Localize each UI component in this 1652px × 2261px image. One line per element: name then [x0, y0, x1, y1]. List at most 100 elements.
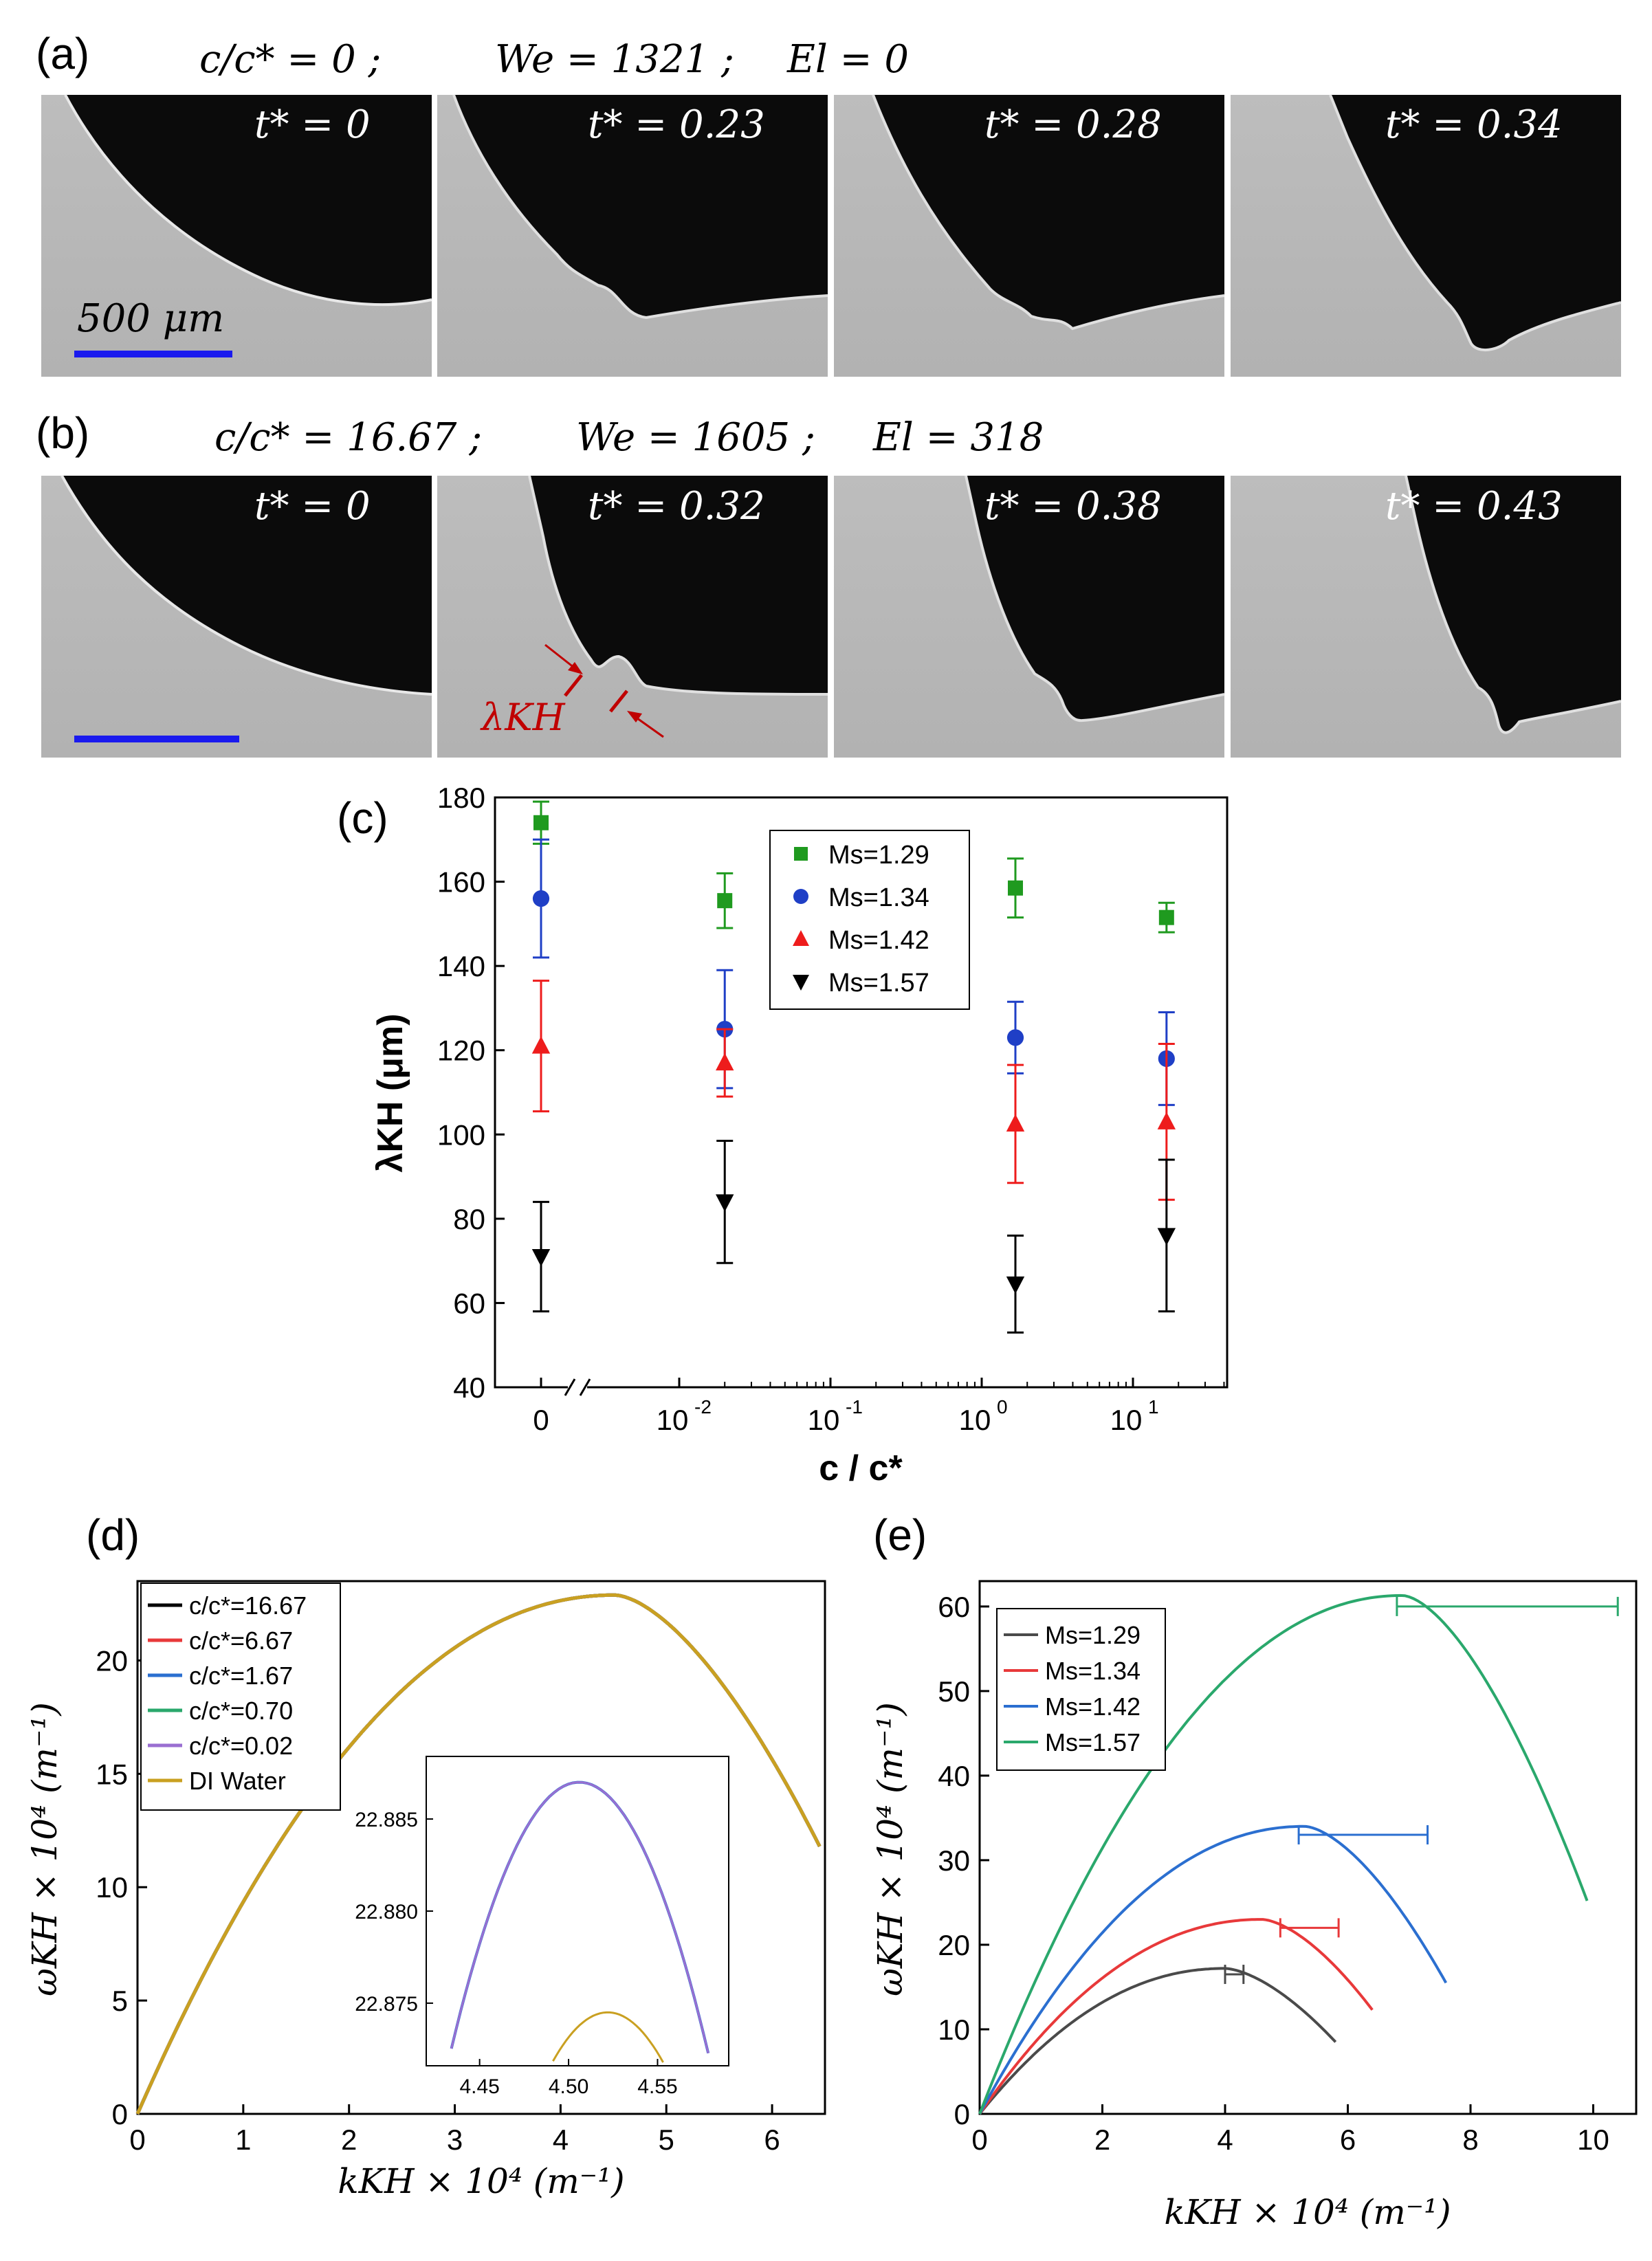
d-xtick-label: 4: [553, 2124, 569, 2156]
panel-a: (a) c/c* = 0 ; We = 1321 ; El = 0 t* = 0…: [36, 29, 1622, 377]
panel-d-inset-frame: [426, 1756, 729, 2066]
e-ytick-label: 50: [938, 1675, 970, 1708]
panel-e-ylabel: ωKH × 10⁴ (m⁻¹): [870, 1702, 910, 1996]
c-point: [716, 1052, 734, 1071]
d-xtick-label: 0: [129, 2124, 145, 2156]
d-xtick-label: 5: [659, 2124, 674, 2156]
c-ytick-label: 80: [453, 1203, 485, 1235]
d-legend-label: c/c*=6.67: [189, 1626, 293, 1655]
frame-b1: t* = 0: [41, 475, 432, 758]
d-legend-label: c/c*=0.70: [189, 1697, 293, 1725]
e-xtick-label: 10: [1577, 2124, 1609, 2156]
e-legend-label: Ms=1.34: [1045, 1657, 1141, 1685]
e-ytick-label: 20: [938, 1929, 970, 1961]
frame-a3: t* = 0.28: [834, 94, 1225, 377]
c-point: [717, 893, 733, 909]
panel-b-header-conc: c/c* = 16.67 ;: [214, 415, 482, 460]
panel-c-label: (c): [337, 793, 388, 843]
e-xtick-label: 6: [1340, 2124, 1356, 2156]
c-xtick-label-exp: 1: [1148, 1396, 1159, 1418]
frame-b4-time: t* = 0.43: [1385, 484, 1563, 529]
c-point: [1157, 1112, 1176, 1129]
d-ytick-label: 10: [96, 1871, 128, 1904]
c-point: [1006, 1114, 1025, 1132]
c-legend-marker: [794, 847, 808, 861]
c-point: [1157, 1228, 1176, 1246]
c-point: [531, 1249, 551, 1267]
panel-e-label: (e): [873, 1510, 927, 1560]
frame-a2: t* = 0.23: [437, 94, 828, 377]
c-legend-marker: [793, 930, 809, 946]
d-inset-ytick-label: 22.875: [355, 1993, 418, 2016]
d-inset-ytick-label: 22.885: [355, 1809, 418, 1831]
c-xtick-label-exp: -1: [846, 1396, 863, 1418]
d-xtick-label: 2: [341, 2124, 357, 2156]
c-legend-label: Ms=1.42: [828, 926, 929, 955]
frame-a3-time: t* = 0.28: [984, 102, 1162, 147]
panel-d-xlabel: kKH × 10⁴ (m⁻¹): [338, 2161, 624, 2201]
e-ytick-label: 10: [938, 2014, 970, 2046]
e-xtick-label: 8: [1462, 2124, 1478, 2156]
panel-b-header-we: We = 1605 ;: [576, 415, 815, 460]
d-inset-polymer-line-top: [450, 1781, 709, 2054]
e-xtick-label: 4: [1217, 2124, 1233, 2156]
c-break-mark: [579, 1378, 591, 1396]
c-point: [531, 1036, 551, 1054]
d-series-line: [135, 1593, 822, 2115]
d-legend-label: c/c*=0.02: [189, 1732, 293, 1760]
d-ytick-label: 20: [96, 1644, 128, 1677]
e-series-line: [978, 1967, 1337, 2115]
c-ytick-label: 140: [437, 950, 485, 982]
panel-c-series: [531, 800, 1176, 1334]
c-xtick-label-exp: 0: [997, 1396, 1008, 1418]
c-point: [1006, 1029, 1024, 1046]
frame-b3: t* = 0.38: [834, 475, 1225, 758]
frame-b4: t* = 0.43: [1231, 475, 1622, 758]
frame-a2-time: t* = 0.23: [588, 102, 765, 147]
c-xtick-label-base: 10: [657, 1404, 689, 1436]
d-legend-label: c/c*=16.67: [189, 1591, 307, 1620]
d-legend-label: DI Water: [189, 1767, 286, 1795]
lambda-kh-annotation: λKH: [480, 696, 566, 739]
frame-b2: t* = 0.32 λKH: [437, 475, 828, 758]
panel-a-header-conc: c/c* = 0 ;: [199, 37, 381, 82]
panel-d-ylabel: ωKH × 10⁴ (m⁻¹): [25, 1702, 65, 1996]
frame-a4: t* = 0.34: [1231, 94, 1622, 377]
d-ytick-label: 0: [112, 2098, 128, 2130]
c-ytick-label: 100: [437, 1118, 485, 1151]
e-ytick-label: 30: [938, 1844, 970, 1877]
c-legend-label: Ms=1.57: [828, 969, 929, 997]
d-legend-label: c/c*=1.67: [189, 1662, 293, 1690]
e-ytick-label: 0: [954, 2098, 970, 2130]
e-ytick-label: 60: [938, 1591, 970, 1623]
e-series-line: [978, 1824, 1448, 2115]
e-xtick-label: 2: [1094, 2124, 1110, 2156]
c-legend-label: Ms=1.34: [828, 883, 929, 912]
e-series-line: [978, 1918, 1374, 2115]
c-ytick-label: 60: [453, 1287, 485, 1319]
frame-a1: t* = 0 500 μm: [41, 94, 432, 377]
c-point: [533, 815, 549, 830]
c-ytick-label: 120: [437, 1035, 485, 1067]
panel-a-header-el: El = 0: [786, 37, 909, 82]
d-inset-xtick-label: 4.50: [549, 2075, 588, 2098]
scale-bar-label: 500 μm: [77, 296, 224, 341]
c-point: [716, 1194, 734, 1212]
c-xtick-label-base: 10: [808, 1404, 840, 1436]
panel-d-series: [135, 1593, 822, 2115]
c-ytick-label: 40: [453, 1371, 485, 1404]
panel-e-series: [978, 1593, 1619, 2115]
c-xtick-label: 0: [533, 1404, 549, 1436]
frame-b1-time: t* = 0: [254, 484, 371, 529]
frame-a4-time: t* = 0.34: [1385, 102, 1563, 147]
scale-bar-b: [74, 736, 239, 742]
e-xtick-label: 0: [971, 2124, 987, 2156]
e-legend-label: Ms=1.42: [1045, 1692, 1141, 1721]
c-point: [532, 890, 550, 907]
